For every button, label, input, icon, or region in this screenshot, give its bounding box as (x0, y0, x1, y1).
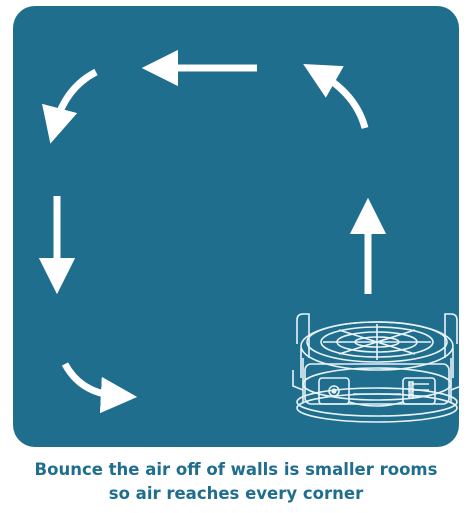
top-right-curved-arrow-icon (303, 64, 369, 129)
air-mover-fan-icon (292, 313, 459, 423)
bottom-left-curved-arrow-icon (61, 362, 138, 414)
airflow-diagram (38, 49, 459, 423)
caption-line-2: so air reaches every corner (108, 484, 364, 503)
diagram-caption: Bounce the air off of walls is smaller r… (0, 458, 472, 506)
top-left-curved-arrow-icon (42, 68, 98, 144)
airflow-diagram-panel (13, 6, 459, 447)
caption-line-1: Bounce the air off of walls is smaller r… (34, 460, 438, 479)
